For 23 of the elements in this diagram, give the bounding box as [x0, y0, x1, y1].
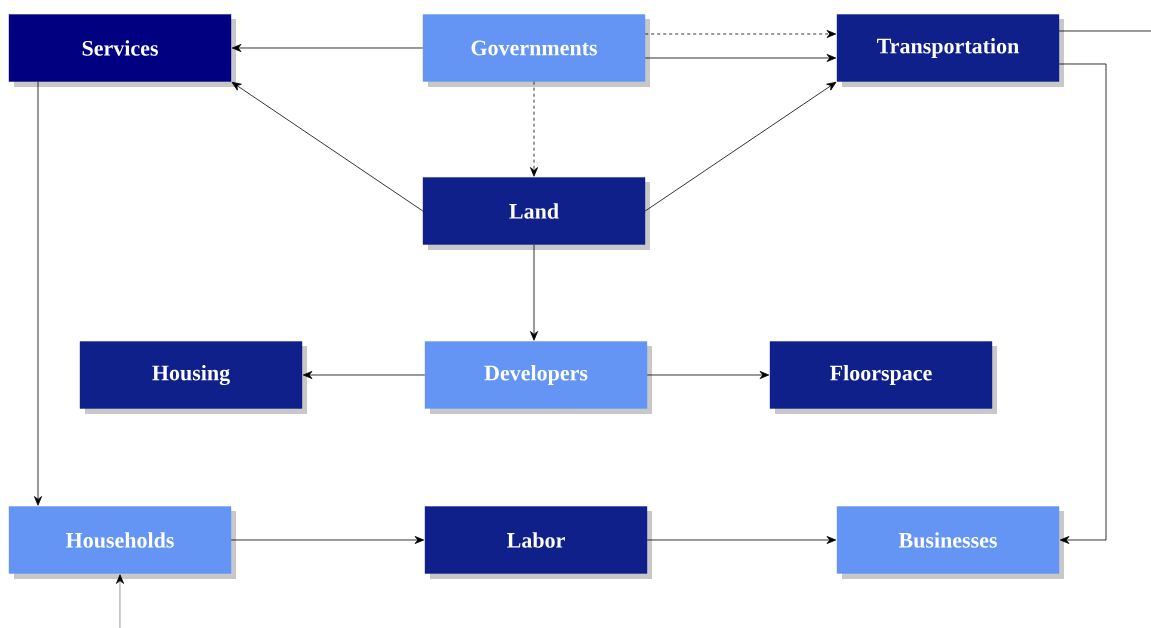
arrow	[231, 44, 424, 52]
process-box: Labor	[424, 506, 652, 579]
process-box: Governments	[422, 14, 650, 87]
process-box: Businesses	[836, 506, 1064, 579]
process-box: Land	[422, 177, 650, 250]
arrow	[230, 536, 425, 544]
process-box: Floorspace	[769, 341, 997, 414]
arrow	[231, 81, 424, 212]
arrow	[1058, 63, 1107, 544]
arrow	[530, 244, 538, 341]
process-box: Households	[8, 506, 236, 579]
arrow	[302, 371, 426, 379]
process-box: Transportation	[836, 14, 1064, 87]
arrow	[530, 81, 538, 177]
process-box: Housing	[79, 341, 307, 414]
arrow	[646, 371, 770, 379]
arrow	[34, 81, 42, 506]
arrow	[646, 536, 837, 544]
arrow	[644, 54, 837, 62]
arrow	[644, 81, 837, 212]
process-box: Developers	[424, 341, 652, 414]
arrow	[644, 30, 837, 38]
process-box: Services	[8, 14, 236, 87]
